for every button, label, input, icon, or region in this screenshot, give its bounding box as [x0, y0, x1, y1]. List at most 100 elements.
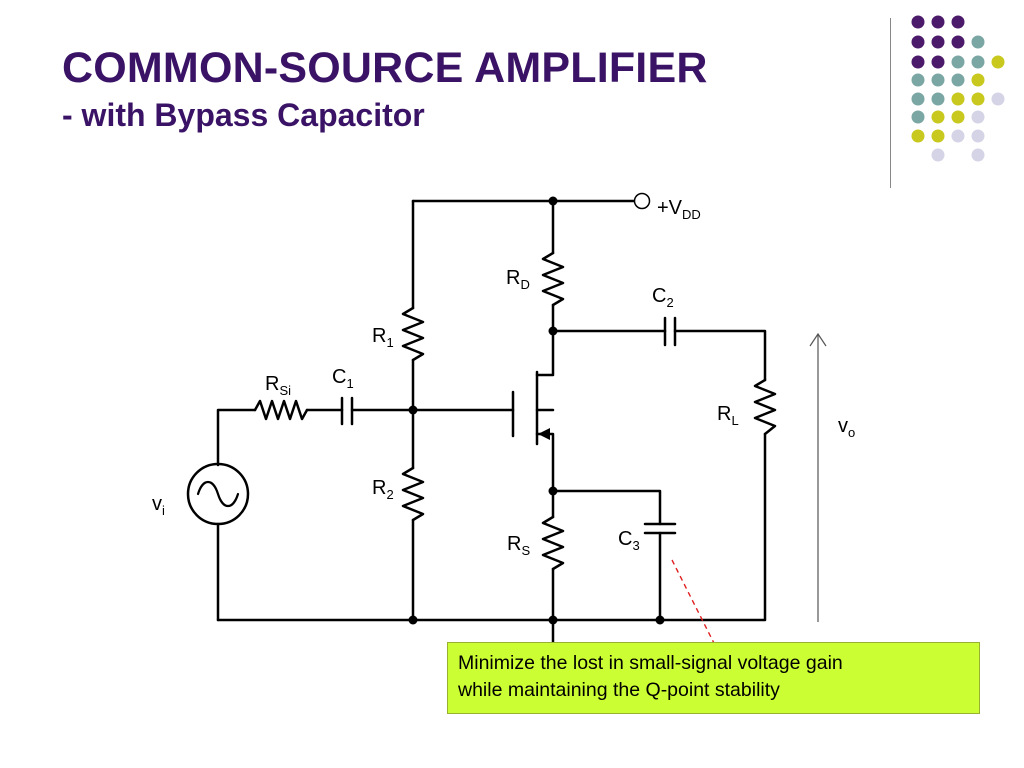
decor-dot	[951, 55, 965, 69]
wire-drain	[535, 303, 555, 377]
resistor-r2	[401, 466, 425, 522]
decor-dot	[911, 55, 925, 69]
junction-dot	[548, 196, 558, 206]
decor-dot-row-3	[911, 55, 1005, 69]
resistor-rs	[541, 515, 565, 571]
label-vdd-base: +V	[657, 197, 683, 219]
sine-wave-icon	[196, 480, 240, 508]
label-c2-sub: 2	[666, 295, 673, 310]
decor-dot	[951, 35, 965, 49]
resistor-r1	[401, 306, 425, 362]
title-line-2: - with Bypass Capacitor	[62, 97, 425, 133]
decor-dot	[971, 148, 985, 162]
decor-dot	[971, 110, 985, 124]
label-r1-sub: 1	[386, 335, 393, 350]
label-rd-sub: D	[520, 277, 529, 292]
decor-dot	[931, 129, 945, 143]
decor-dot	[931, 15, 945, 29]
decor-dot	[971, 92, 985, 106]
decor-dot	[951, 92, 965, 106]
label-rl: RL	[717, 403, 739, 428]
label-rl-base: R	[717, 403, 731, 425]
vdd-terminal	[633, 192, 651, 210]
label-c3-base: C	[618, 528, 632, 550]
label-c1: C1	[332, 366, 354, 391]
callout-line-2: while maintaining the Q-point stability	[458, 679, 780, 701]
label-c3-sub: 3	[632, 538, 639, 553]
label-c3: C3	[618, 528, 640, 553]
label-r2-sub: 2	[386, 487, 393, 502]
resistor-rd	[541, 251, 565, 307]
resistor-rl	[753, 378, 777, 436]
label-r2: R2	[372, 477, 394, 502]
label-c2-base: C	[652, 285, 666, 307]
ac-source-vi	[186, 462, 250, 526]
decor-dot	[911, 92, 925, 106]
decor-dot-row-1	[911, 15, 965, 29]
decor-divider-line	[890, 18, 891, 188]
label-rl-sub: L	[731, 413, 738, 428]
label-vi: vi	[152, 493, 165, 518]
decor-dot	[911, 73, 925, 87]
decor-dot	[931, 73, 945, 87]
slide-title: COMMON-SOURCE AMPLIFIER - with Bypass Ca…	[62, 42, 708, 136]
label-r1-base: R	[372, 325, 386, 347]
label-rs-sub: S	[521, 543, 530, 558]
decor-dot-row-5	[911, 92, 1005, 106]
decor-dot	[911, 35, 925, 49]
decor-dot-row-2	[911, 35, 985, 49]
decor-dot	[931, 55, 945, 69]
label-c1-sub: 1	[346, 376, 353, 391]
label-rsi-sub: Si	[279, 383, 291, 398]
junction-dot	[548, 326, 558, 336]
junction-dot	[548, 615, 558, 625]
decor-dot	[971, 73, 985, 87]
wire-source	[535, 432, 555, 519]
decor-dot	[951, 110, 965, 124]
vo-arrow-head-icon	[809, 332, 827, 347]
decor-dot	[931, 110, 945, 124]
label-vo-base: v	[838, 415, 848, 437]
label-vi-sub: i	[162, 503, 165, 518]
junction-dot	[548, 486, 558, 496]
label-vdd-sub: DD	[682, 207, 701, 222]
decor-dot	[951, 129, 965, 143]
decor-dot-row-8	[931, 148, 985, 162]
decor-dot	[931, 148, 945, 162]
junction-dot	[408, 615, 418, 625]
decor-dot	[971, 129, 985, 143]
wire-c2-right	[673, 329, 767, 382]
wire-c3-top	[551, 489, 662, 526]
label-vo: vo	[838, 415, 855, 440]
callout-pointer	[671, 559, 727, 668]
wire-rl-bottom-and-ground	[216, 432, 767, 622]
decor-dot	[951, 15, 965, 29]
decor-dot	[931, 35, 945, 49]
decor-dot-row-6	[911, 110, 985, 124]
label-rs-base: R	[507, 533, 521, 555]
decor-dot	[991, 55, 1005, 69]
decor-dot	[931, 92, 945, 106]
wire-source-top	[216, 408, 257, 467]
mosfet-arrow-icon	[538, 428, 550, 440]
label-rd: RD	[506, 267, 530, 292]
label-rd-base: R	[506, 267, 520, 289]
decor-dot-row-4	[911, 73, 985, 87]
label-vi-base: v	[152, 493, 162, 515]
junction-dot	[655, 615, 665, 625]
label-r1: R1	[372, 325, 394, 350]
decor-dot	[951, 73, 965, 87]
decor-dot	[971, 55, 985, 69]
title-line-1: COMMON-SOURCE AMPLIFIER	[62, 44, 708, 92]
junction-dot	[408, 405, 418, 415]
label-vdd: +VDD	[657, 197, 701, 222]
label-c1-base: C	[332, 366, 346, 388]
label-r2-base: R	[372, 477, 386, 499]
decor-dot	[911, 15, 925, 29]
label-rs: RS	[507, 533, 530, 558]
callout-line-1: Minimize the lost in small-signal voltag…	[458, 652, 843, 674]
label-c2: C2	[652, 285, 674, 310]
decor-dot	[911, 110, 925, 124]
callout-note: Minimize the lost in small-signal voltag…	[447, 642, 980, 714]
resistor-rsi	[253, 399, 309, 421]
